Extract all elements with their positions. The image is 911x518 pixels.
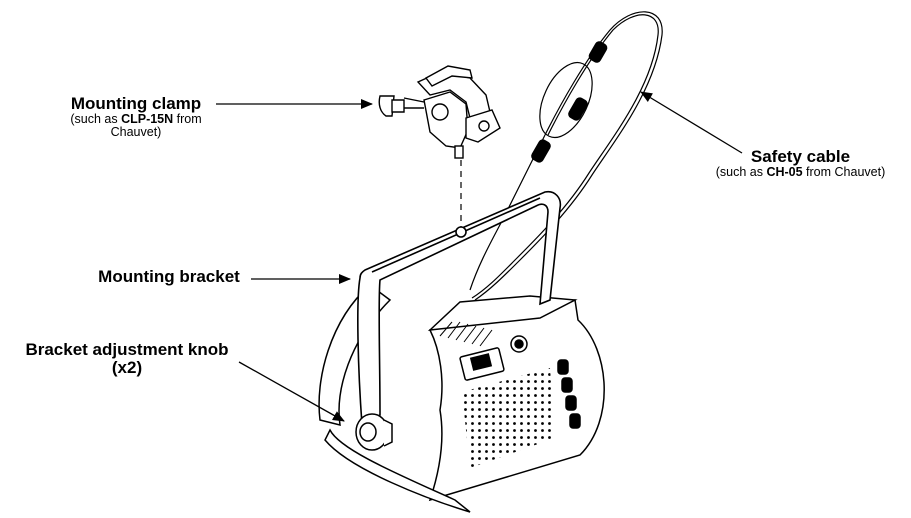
safety-cable bbox=[469, 11, 663, 301]
fixture bbox=[318, 284, 605, 513]
adjustment-knob-label: Bracket adjustment knob (x2) bbox=[8, 341, 246, 377]
mounting-clamp-title: Mounting clamp bbox=[70, 94, 202, 113]
safety-cable-leader bbox=[640, 91, 743, 154]
mounting-clamp bbox=[378, 65, 501, 159]
mounting-clamp-label: Mounting clamp (such as CLP-15N from Cha… bbox=[55, 95, 217, 139]
adjustment-knob-count: (x2) bbox=[111, 357, 143, 377]
safety-cable-label: Safety cable (such as CH-05 from Chauvet… bbox=[690, 148, 911, 179]
bracket-adjustment-knob bbox=[355, 413, 393, 451]
adjustment-knob-leader bbox=[238, 361, 345, 422]
mounting-bracket-hole bbox=[455, 226, 467, 238]
mounting-bracket-title: Mounting bracket bbox=[98, 267, 240, 286]
mounting-bracket bbox=[357, 190, 562, 427]
adjustment-knob-title: Bracket adjustment knob bbox=[25, 340, 229, 359]
leader-lines bbox=[216, 91, 743, 422]
mounting-bracket-label: Mounting bracket bbox=[86, 268, 252, 286]
mounting-clamp-sub: (such as CLP-15N from bbox=[70, 111, 202, 126]
safety-cable-title: Safety cable bbox=[750, 147, 851, 166]
safety-cable-sub: (such as CH-05 from Chauvet) bbox=[715, 164, 886, 179]
mounting-clamp-sub-line2: Chauvet) bbox=[110, 124, 162, 139]
